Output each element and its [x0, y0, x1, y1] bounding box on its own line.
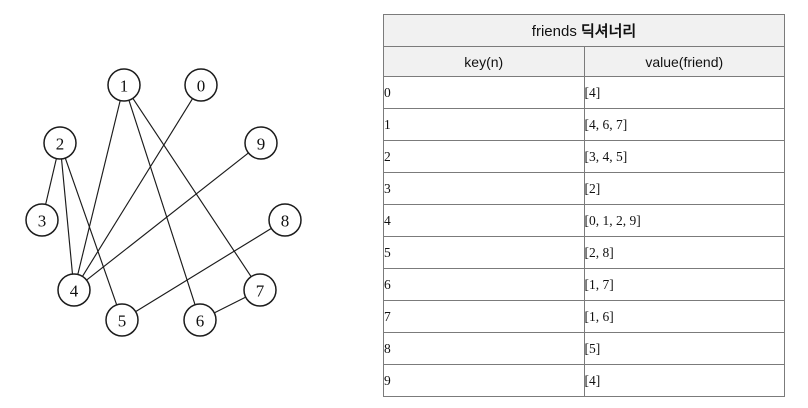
table-row: 6[1, 7] — [383, 268, 785, 301]
cell-value-2: [3, 4, 5] — [583, 140, 785, 173]
friends-dictionary-table-wrap: friends 딕셔너리 key(n) value(friend) 0[4]1[… — [383, 14, 785, 397]
table-row: 1[4, 6, 7] — [383, 108, 785, 141]
cell-key-7: 7 — [383, 300, 585, 333]
table-title-row: friends 딕셔너리 — [383, 14, 785, 47]
graph-node-label-9: 9 — [257, 135, 266, 154]
cell-value-8: [5] — [583, 332, 785, 365]
graph-node-label-1: 1 — [120, 77, 129, 96]
graph-node-2[interactable]: 2 — [43, 126, 77, 160]
table-title-prefix: friends — [531, 23, 581, 40]
graph-node-4[interactable]: 4 — [57, 273, 91, 307]
table-row: 3[2] — [383, 172, 785, 205]
cell-value-3: [2] — [583, 172, 785, 205]
graph-node-5[interactable]: 5 — [105, 303, 139, 337]
cell-key-2: 2 — [383, 140, 585, 173]
graph-node-label-8: 8 — [281, 212, 290, 231]
graph-node-circle-7[interactable] — [243, 273, 277, 307]
table-row: 9[4] — [383, 364, 785, 397]
graph-node-9[interactable]: 9 — [244, 126, 278, 160]
graph-node-circle-8[interactable] — [268, 203, 302, 237]
graph-node-8[interactable]: 8 — [268, 203, 302, 237]
graph-node-label-3: 3 — [38, 212, 47, 231]
graph-edge-0-4 — [81, 98, 194, 277]
cell-key-6: 6 — [383, 268, 585, 301]
graph-node-6[interactable]: 6 — [183, 303, 217, 337]
cell-key-0: 0 — [383, 76, 585, 109]
graph-node-circle-1[interactable] — [107, 68, 141, 102]
graph-node-label-6: 6 — [196, 312, 205, 331]
graph-node-7[interactable]: 7 — [243, 273, 277, 307]
cell-key-5: 5 — [383, 236, 585, 269]
graph-edge-4-9 — [86, 152, 249, 281]
table-row: 7[1, 6] — [383, 300, 785, 333]
graph-node-label-4: 4 — [70, 282, 79, 301]
graph-node-circle-6[interactable] — [183, 303, 217, 337]
graph-edge-6-7 — [214, 296, 246, 314]
cell-key-4: 4 — [383, 204, 585, 237]
table-title-cell: friends 딕셔너리 — [383, 14, 785, 47]
table-title-korean: 딕셔너리 — [581, 23, 637, 40]
cell-key-1: 1 — [383, 108, 585, 141]
cell-value-4: [0, 1, 2, 9] — [583, 204, 785, 237]
graph-node-label-5: 5 — [118, 312, 127, 331]
cell-value-1: [4, 6, 7] — [583, 108, 785, 141]
graph-canvas: 0 1 2 3 4 5 6 7 8 9 — [25, 68, 302, 337]
graph-node-circle-9[interactable] — [244, 126, 278, 160]
graph-node-circle-5[interactable] — [105, 303, 139, 337]
graph-edge-1-4 — [77, 100, 121, 275]
graph-edge-2-3 — [45, 158, 57, 205]
column-header-key: key(n) — [383, 46, 585, 77]
cell-value-5: [2, 8] — [583, 236, 785, 269]
table-row: 5[2, 8] — [383, 236, 785, 269]
graph-edge-1-7 — [132, 98, 252, 277]
graph-edge-2-5 — [64, 157, 118, 306]
cell-value-9: [4] — [583, 364, 785, 397]
graph-node-label-7: 7 — [256, 282, 265, 301]
table-row: 8[5] — [383, 332, 785, 365]
cell-key-8: 8 — [383, 332, 585, 365]
table-row: 2[3, 4, 5] — [383, 140, 785, 173]
table-row: 4[0, 1, 2, 9] — [383, 204, 785, 237]
cell-value-7: [1, 6] — [583, 300, 785, 333]
graph-node-1[interactable]: 1 — [107, 68, 141, 102]
graph-node-circle-4[interactable] — [57, 273, 91, 307]
table-row: 0[4] — [383, 76, 785, 109]
graph-edge-1-6 — [128, 100, 196, 305]
graph-edge-5-8 — [135, 227, 272, 313]
graph-node-circle-3[interactable] — [25, 203, 59, 237]
graph-node-0[interactable]: 0 — [184, 68, 218, 102]
cell-key-3: 3 — [383, 172, 585, 205]
friendship-graph-panel: 0 1 2 3 4 5 6 7 8 9 — [0, 0, 370, 408]
cell-key-9: 9 — [383, 364, 585, 397]
cell-value-0: [4] — [583, 76, 785, 109]
graph-node-label-0: 0 — [197, 77, 206, 96]
friends-dictionary-table: friends 딕셔너리 key(n) value(friend) 0[4]1[… — [383, 14, 785, 397]
graph-node-label-2: 2 — [56, 135, 65, 154]
graph-node-circle-0[interactable] — [184, 68, 218, 102]
graph-node-circle-2[interactable] — [43, 126, 77, 160]
column-header-value: value(friend) — [583, 46, 785, 77]
graph-node-layer: 0 1 2 3 4 5 6 7 8 9 — [25, 68, 302, 337]
graph-node-3[interactable]: 3 — [25, 203, 59, 237]
graph-edge-layer — [45, 98, 272, 314]
cell-value-6: [1, 7] — [583, 268, 785, 301]
graph-edge-2-4 — [60, 158, 74, 275]
table-header-row: key(n) value(friend) — [383, 46, 785, 77]
